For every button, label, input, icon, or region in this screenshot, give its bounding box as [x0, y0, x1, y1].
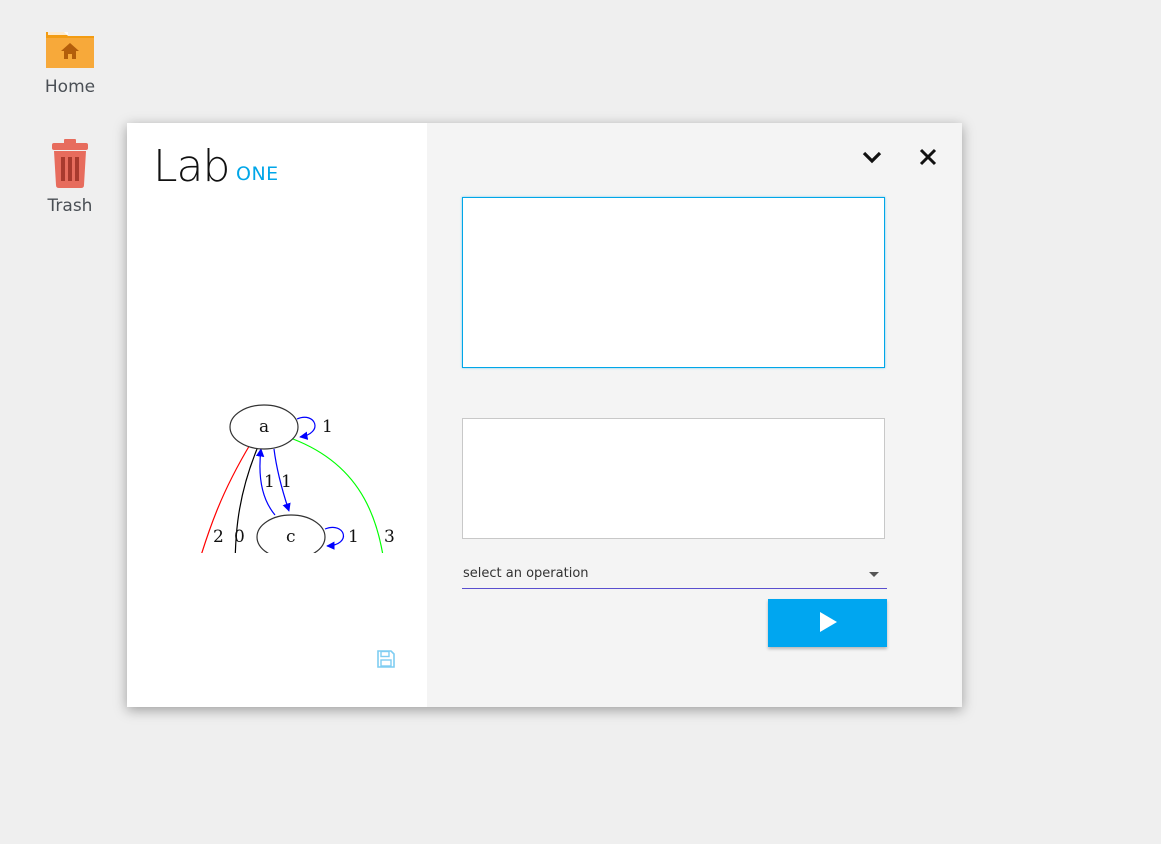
graph-edge-a-c [273, 448, 291, 512]
operation-select[interactable]: select an operation [462, 563, 887, 589]
desktop-icon-trash[interactable]: Trash [25, 137, 115, 216]
node-label: c [286, 527, 296, 547]
logo-suffix: ONE [236, 163, 279, 185]
graph-panel: Lab ONE 1 1 1 1 2 [127, 123, 427, 707]
close-icon[interactable] [916, 145, 940, 169]
edge-label-a-c: 1 [281, 472, 292, 492]
node-label: a [259, 417, 269, 437]
play-icon [819, 611, 837, 632]
edge-label-c-a: 1 [264, 472, 275, 492]
graph-edge-a-a [296, 416, 316, 440]
operation-select-value: select an operation [463, 566, 589, 581]
desktop-icon-home[interactable]: Home [25, 26, 115, 97]
app-window: Lab ONE 1 1 1 1 2 [127, 123, 962, 707]
graph-edge-a-b [201, 442, 252, 553]
output-textarea[interactable] [462, 418, 885, 539]
edge-label-a-d: 3 [384, 527, 395, 547]
trash-icon [52, 139, 88, 188]
edge-label-a-b: 2 [213, 527, 224, 547]
graph-diagram: 1 1 1 1 2 0 3 2 0 3 a c b [201, 404, 395, 553]
edge-label-a-m: 0 [234, 527, 245, 547]
graph-edge-c-a [255, 448, 276, 516]
graph-edge-a-d [292, 438, 384, 553]
input-textarea[interactable] [462, 197, 885, 368]
edge-label-a-a: 1 [322, 417, 333, 437]
dropdown-arrow-icon [869, 572, 879, 577]
graph-edge-c-c [324, 526, 345, 550]
home-folder-icon [46, 32, 94, 68]
desktop-icon-label: Trash [47, 196, 93, 216]
chevron-down-icon[interactable] [860, 145, 884, 169]
edge-label-c-c: 1 [348, 527, 359, 547]
desktop-icon-label: Home [44, 77, 96, 97]
save-icon[interactable] [376, 649, 396, 669]
logo-text: Lab [153, 141, 230, 192]
graph-node-c: c [256, 514, 326, 553]
app-logo: Lab ONE [153, 141, 278, 192]
graph-node-a: a [229, 404, 299, 450]
run-button[interactable] [768, 599, 887, 647]
graph-edge-a-m [234, 448, 258, 553]
